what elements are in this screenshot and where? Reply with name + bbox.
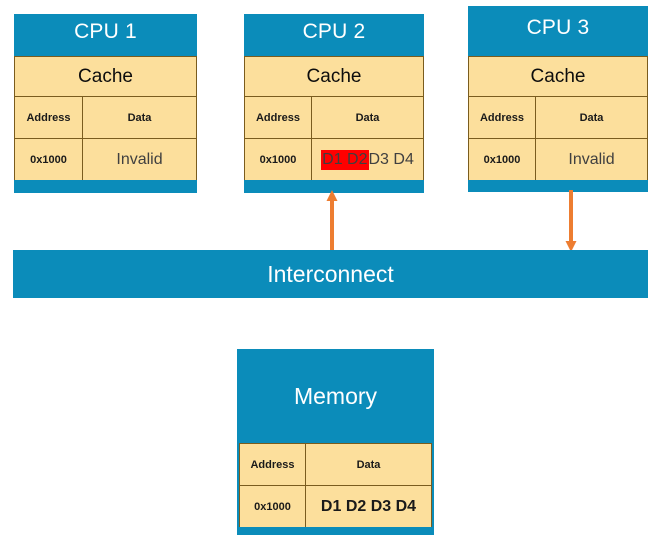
interconnect-label: Interconnect <box>267 260 394 287</box>
cache-col-address-1: Address <box>15 97 83 138</box>
cache-data-value-3: Invalid <box>536 139 647 180</box>
memory-title: Memory <box>293 383 378 409</box>
cpu-title-1: CPU 1 <box>74 20 137 43</box>
cache-label-1: Cache <box>15 57 196 96</box>
cache-table-2: Cache Address Data 0x1000 D1 D2 D3 D4 <box>244 56 424 180</box>
memory-col-data: Data <box>306 444 431 485</box>
memory-table: Address Data 0x1000 D1 D2 D3 D4 <box>239 443 432 527</box>
cache-table-1: Cache Address Data 0x1000 Invalid <box>14 56 197 180</box>
memory-col-address: Address <box>240 444 306 485</box>
cache-header-row-2: Cache <box>245 57 423 97</box>
memory-data-value: D1 D2 D3 D4 <box>306 486 431 527</box>
cache-col-data-2: Data <box>312 97 423 138</box>
cache-data-value-2: D1 D2 D3 D4 <box>312 139 423 180</box>
cache-header-row-1: Cache <box>15 57 196 97</box>
memory-column-row: Address Data <box>240 444 431 486</box>
cache-data-row-3: 0x1000 Invalid <box>469 139 647 180</box>
cache-data-highlight-2: D1 D2 <box>321 149 369 170</box>
connector-cpu3-arrow-down <box>565 190 577 252</box>
cache-col-address-2: Address <box>245 97 312 138</box>
cache-label-3: Cache <box>469 57 647 96</box>
cache-column-row-2: Address Data <box>245 97 423 139</box>
cache-data-row-2: 0x1000 D1 D2 D3 D4 <box>245 139 423 180</box>
memory-address-value: 0x1000 <box>240 486 306 527</box>
cache-address-value-1: 0x1000 <box>15 139 83 180</box>
interconnect-bar: Interconnect <box>13 250 648 298</box>
cache-data-value-1: Invalid <box>83 139 196 180</box>
cache-data-rest-2: D3 D4 <box>368 150 414 168</box>
connector-cpu2-arrow-up <box>326 190 338 252</box>
cache-column-row-1: Address Data <box>15 97 196 139</box>
memory-data-row: 0x1000 D1 D2 D3 D4 <box>240 486 431 527</box>
cache-col-data-3: Data <box>536 97 647 138</box>
cpu-title-3: CPU 3 <box>526 16 590 39</box>
cache-col-data-1: Data <box>83 97 196 138</box>
cache-label-2: Cache <box>245 57 423 96</box>
cache-column-row-3: Address Data <box>469 97 647 139</box>
cache-col-address-3: Address <box>469 97 536 138</box>
cpu-title-2: CPU 2 <box>302 20 366 43</box>
cache-table-3: Cache Address Data 0x1000 Invalid <box>468 56 648 180</box>
cache-address-value-2: 0x1000 <box>245 139 312 180</box>
cache-header-row-3: Cache <box>469 57 647 97</box>
cache-address-value-3: 0x1000 <box>469 139 536 180</box>
cache-data-row-1: 0x1000 Invalid <box>15 139 196 180</box>
